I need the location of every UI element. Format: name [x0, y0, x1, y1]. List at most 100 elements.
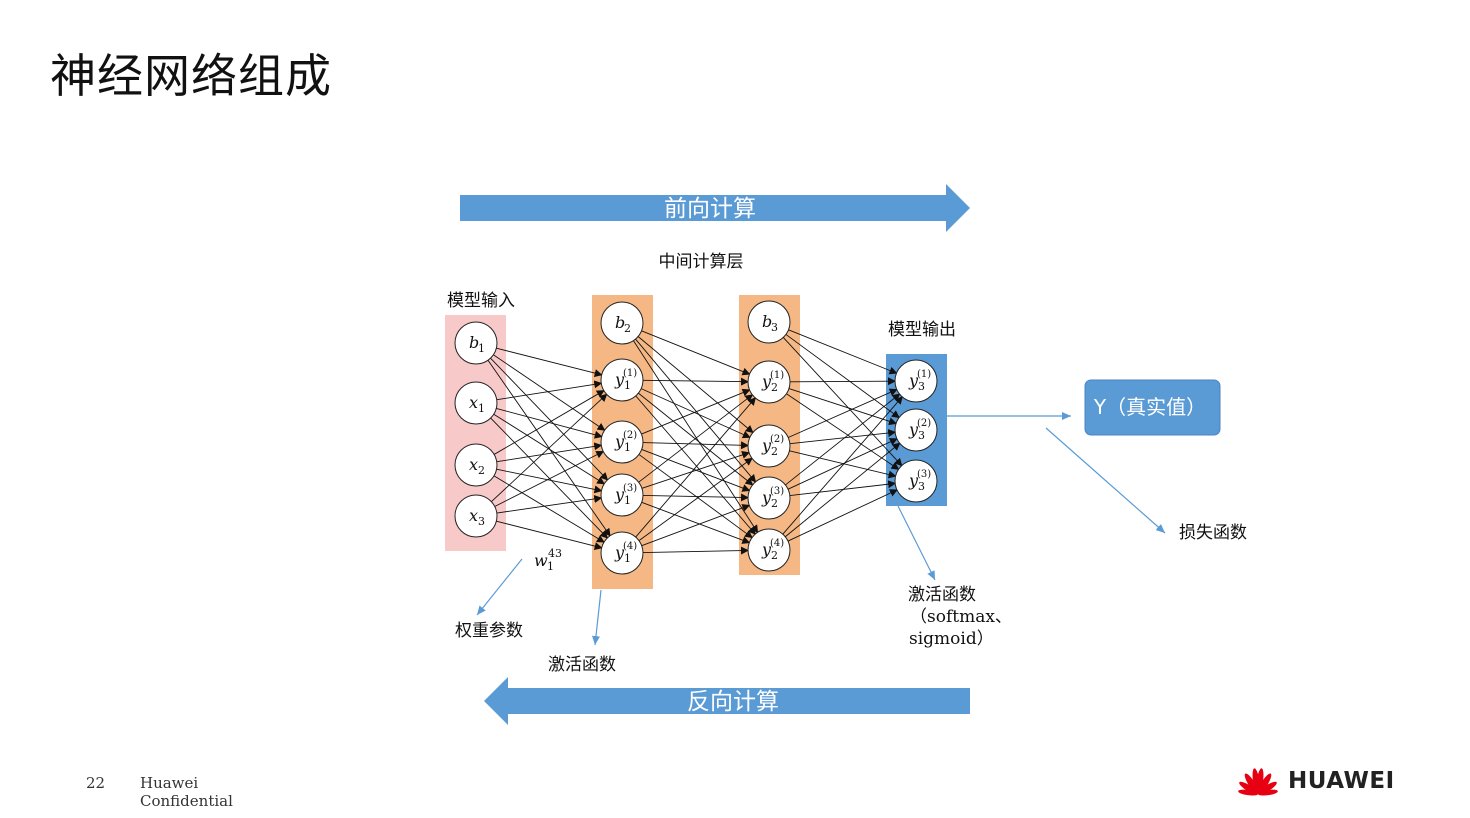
input-neuron-1: b1 [454, 321, 498, 365]
brand-name: HUAWEI [1288, 768, 1395, 794]
neuron-symbol: b [762, 312, 772, 331]
connection-hidden2-output [789, 429, 897, 445]
neuron-superscript: (4) [770, 538, 784, 549]
connection-input-hidden1 [493, 475, 605, 543]
page-number: 22 [86, 774, 106, 792]
neuron-circle [600, 301, 644, 345]
connection-hidden1-hidden2 [642, 377, 750, 386]
middle-layers-label: 中间计算层 [659, 252, 744, 272]
weight-symbol-sub: 1 [547, 560, 554, 573]
neuron-superscript: (2) [623, 430, 637, 441]
neuron-symbol: y [908, 420, 919, 439]
connection-input-hidden1 [496, 347, 603, 377]
connection-hidden1-hidden2 [642, 546, 750, 555]
weight-params-label: 权重参数 [455, 621, 523, 641]
neuron-superscript: (4) [623, 541, 637, 552]
weight-params-arrow [476, 558, 523, 616]
neuron-subscript: 2 [771, 445, 778, 458]
connections [487, 329, 903, 555]
neuron-superscript: (1) [623, 368, 637, 379]
neuron-circle [454, 443, 498, 487]
connection-hidden1-hidden2 [642, 493, 750, 502]
neuron-subscript: 1 [624, 494, 631, 507]
neuron-circle [894, 359, 938, 403]
connection-hidden2-output [788, 329, 898, 375]
connection-hidden2-output [789, 450, 897, 479]
connection-hidden1-hidden2 [635, 338, 757, 483]
weight-symbol: w 1 43 [534, 547, 562, 573]
neuron-subscript: 3 [771, 321, 778, 334]
neuron-superscript: (2) [770, 434, 784, 445]
connection-input-hidden1 [493, 413, 606, 485]
connection-hidden2-output [789, 377, 897, 386]
neuron-symbol: b [615, 313, 625, 332]
connection-hidden2-output [787, 489, 898, 542]
connection-input-hidden1 [496, 468, 603, 494]
neuron-symbol: x [469, 393, 478, 412]
neuron-superscript: (1) [917, 369, 931, 380]
confidential-note: Huawei Confidential [140, 774, 233, 810]
neuron-symbol: x [469, 506, 478, 525]
neuron-symbol: b [469, 333, 479, 352]
neuron-symbol: y [761, 372, 772, 391]
neuron-subscript: 3 [918, 480, 925, 493]
neuron-symbol: y [761, 436, 772, 455]
neuron-circle [747, 360, 791, 404]
huawei-brand: HUAWEI [1236, 764, 1395, 798]
neuron-circle [747, 300, 791, 344]
weight-symbol-sup: 43 [548, 547, 562, 560]
neuron-symbol: y [761, 540, 772, 559]
neuron-circle [747, 424, 791, 468]
output-activation-label-1: 激活函数 [908, 585, 976, 605]
connection-input-hidden1 [490, 417, 609, 539]
connection-hidden2-output [782, 396, 903, 535]
output-activation-label-3: sigmoid） [909, 629, 994, 649]
neuron-symbol: y [761, 488, 772, 507]
neuron-circle [454, 321, 498, 365]
connection-input-hidden1 [494, 451, 605, 507]
neuron-subscript: 3 [918, 380, 925, 393]
slide-title: 神经网络组成 [50, 49, 332, 103]
neuron-subscript: 1 [624, 379, 631, 392]
neuron-subscript: 2 [771, 549, 778, 562]
connection-hidden2-output [785, 334, 900, 419]
neuron-subscript: 1 [478, 342, 485, 355]
confidential-line-1: Huawei [140, 774, 199, 792]
neuron-symbol: y [614, 370, 625, 389]
connection-hidden1-hidden2 [637, 336, 754, 434]
output-activation-arrow [897, 505, 936, 581]
neuron-symbol: y [908, 371, 919, 390]
neuron-circle [600, 531, 644, 575]
neuron-subscript: 2 [771, 381, 778, 394]
connection-hidden1-hidden2 [633, 340, 759, 534]
confidential-line-2: Confidential [140, 792, 233, 810]
output-activation-label-2: （softmax、 [910, 607, 1012, 627]
connection-hidden2-output [788, 388, 897, 426]
connection-hidden2-output [787, 438, 898, 490]
neuron-superscript: (3) [770, 486, 784, 497]
connection-hidden1-hidden2 [641, 449, 751, 492]
backward-arrow-label: 反向计算 [687, 689, 779, 715]
connection-input-hidden1 [493, 354, 606, 431]
connection-hidden1-hidden2 [640, 388, 751, 439]
forward-arrow-label: 前向计算 [664, 196, 756, 222]
neuron-subscript: 1 [624, 441, 631, 454]
loss-function-label: 损失函数 [1179, 523, 1247, 543]
neuron-circle [747, 476, 791, 520]
hidden2-neuron-1: b3 [747, 300, 791, 344]
activation-arrow [591, 589, 602, 646]
neuron-symbol: y [908, 471, 919, 490]
connection-hidden2-output [782, 337, 903, 467]
neuron-symbol: y [614, 485, 625, 504]
connection-hidden1-hidden2 [641, 504, 751, 547]
neuron-superscript: (3) [623, 483, 637, 494]
